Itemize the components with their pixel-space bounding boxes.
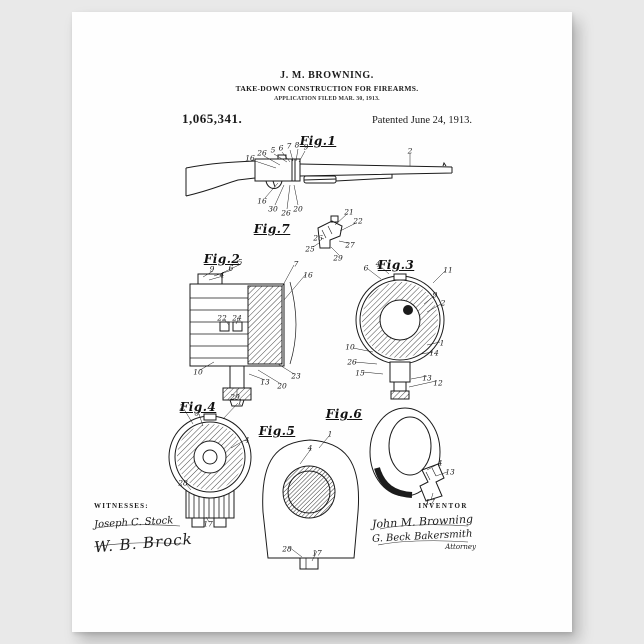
witnesses-label: WITNESSES: (94, 502, 149, 510)
fig1-rifle-drawing (185, 148, 453, 210)
fig4-ring-drawing (168, 402, 252, 528)
inventor-block: INVENTOR John M. Browning G. Beck Bakers… (372, 502, 480, 551)
fig3-collar-drawing (352, 264, 446, 400)
attorney-label: Attorney (445, 543, 476, 551)
patent-number-row: 1,065,341. Patented June 24, 1913. (182, 111, 472, 127)
witnesses-block: WITNESSES: Joseph C. Stock W. B. Brock (94, 502, 264, 556)
patent-number: 1,065,341. (182, 110, 243, 126)
patent-date: Patented June 24, 1913. (371, 114, 472, 126)
patent-title: TAKE-DOWN CONSTRUCTION FOR FIREARMS. (235, 84, 419, 93)
application-filed-line: APPLICATION FILED MAR. 30, 1913. (274, 95, 380, 102)
patent-drawing-sheet (93, 148, 469, 570)
signature-rule-lines (93, 524, 469, 548)
fig5-cap-drawing (262, 435, 360, 570)
patent-poster: J. M. BROWNING. TAKE-DOWN CONSTRUCTION F… (72, 12, 572, 632)
fig7-latch-drawing (312, 213, 357, 256)
patent-inventor-name: J. M. BROWNING. (280, 70, 374, 81)
fig6-ring-drawing (369, 407, 448, 502)
inventor-label: INVENTOR (418, 502, 468, 510)
fig2-section-drawing (189, 263, 307, 407)
patent-header: J. M. BROWNING. TAKE-DOWN CONSTRUCTION F… (182, 70, 472, 127)
